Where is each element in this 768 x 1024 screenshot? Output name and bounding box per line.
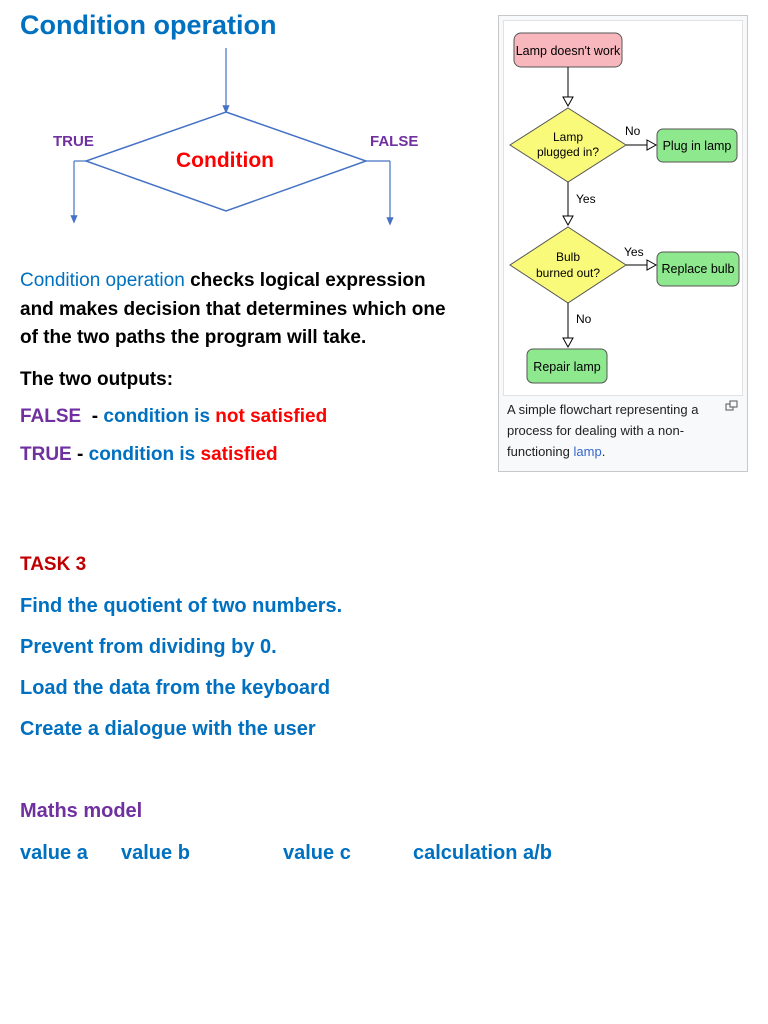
svg-text:Lamp: Lamp bbox=[553, 130, 583, 144]
svg-text:Yes: Yes bbox=[576, 192, 596, 206]
start-label: Lamp doesn't work bbox=[516, 44, 621, 58]
task-item-3: Load the data from the keyboard bbox=[20, 677, 331, 699]
condition-diamond bbox=[83, 111, 369, 212]
description-lead: Condition operation bbox=[20, 270, 185, 291]
outputs-heading: The two outputs: bbox=[20, 369, 174, 390]
value-c: value c bbox=[283, 842, 351, 864]
value-a: value a bbox=[20, 842, 88, 864]
svg-text:No: No bbox=[576, 312, 592, 326]
flowchart-figure: Lamp doesn't work Lamp plugged in? No Pl… bbox=[498, 15, 748, 472]
calculation: calculation a/b bbox=[413, 842, 552, 864]
svg-text:Plug in lamp: Plug in lamp bbox=[663, 139, 732, 153]
task-heading: TASK 3 bbox=[20, 554, 87, 575]
lamp-link[interactable]: lamp bbox=[573, 444, 602, 459]
svg-text:Repair lamp: Repair lamp bbox=[533, 360, 600, 374]
true-label: TRUE bbox=[53, 133, 94, 150]
condition-diagram: TRUE FALSE Condition bbox=[53, 48, 418, 226]
replace-bulb-node bbox=[656, 251, 740, 287]
flowchart-image: Lamp doesn't work Lamp plugged in? No Pl… bbox=[503, 20, 743, 396]
svg-text:Bulb: Bulb bbox=[556, 250, 580, 264]
output-false: FALSE - condition is not satisfied bbox=[20, 406, 328, 427]
task-item-1: Find the quotient of two numbers. bbox=[20, 595, 343, 617]
svg-text:No: No bbox=[625, 124, 641, 138]
description-line-3: of the two paths the program will take. bbox=[20, 327, 367, 348]
task-item-4: Create a dialogue with the user bbox=[20, 718, 316, 740]
plug-in-node bbox=[656, 128, 738, 163]
description-line-1: Condition operation checks logical expre… bbox=[20, 270, 426, 291]
repair-node bbox=[526, 348, 608, 384]
enlarge-icon[interactable] bbox=[725, 400, 739, 412]
description-line-2: and makes decision that determines which… bbox=[20, 299, 446, 320]
condition-label: Condition bbox=[176, 149, 274, 172]
false-label: FALSE bbox=[370, 133, 418, 150]
maths-heading: Maths model bbox=[20, 800, 143, 822]
svg-text:Replace bulb: Replace bulb bbox=[662, 262, 735, 276]
output-true: TRUE - condition is satisfied bbox=[20, 444, 278, 465]
page-title: Condition operation bbox=[20, 10, 277, 40]
value-b: value b bbox=[121, 842, 190, 864]
svg-text:burned out?: burned out? bbox=[536, 266, 600, 280]
svg-text:Yes: Yes bbox=[624, 245, 644, 259]
flowchart-caption: A simple flowchart representing a proces… bbox=[507, 402, 699, 459]
decision-bulb bbox=[509, 226, 627, 304]
task-item-2: Prevent from dividing by 0. bbox=[20, 636, 277, 658]
svg-text:plugged in?: plugged in? bbox=[537, 145, 599, 159]
